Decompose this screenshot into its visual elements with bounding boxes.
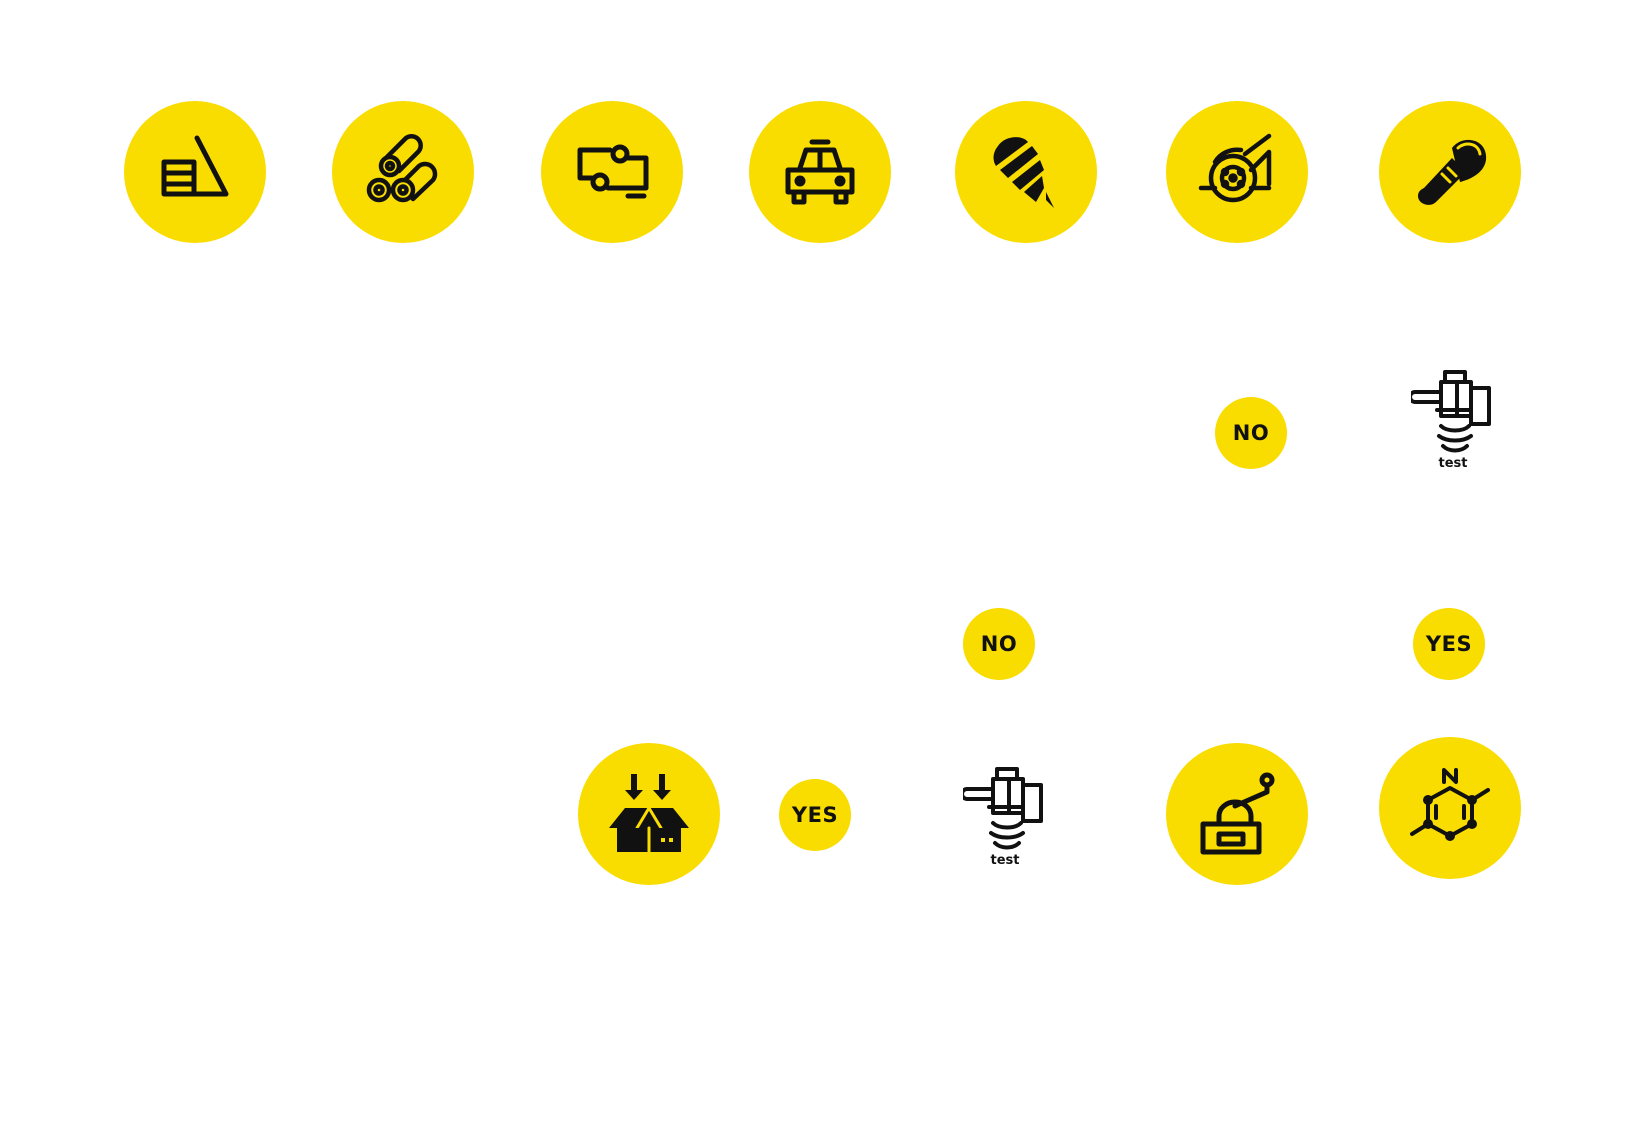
molecule-hexagon-icon bbox=[1410, 768, 1490, 841]
grinder-machine-icon bbox=[1200, 772, 1275, 855]
rotary-cutter-icon bbox=[1198, 133, 1272, 203]
decision-yes-right: YES bbox=[1413, 608, 1485, 680]
decision-yes-bottom: YES bbox=[779, 779, 851, 851]
spring-machine-test-icon bbox=[1411, 370, 1491, 453]
decision-no-top-label: NO bbox=[1232, 421, 1270, 445]
decision-yes-right-label: YES bbox=[1425, 632, 1473, 656]
test-node-bottom: test bbox=[955, 767, 1055, 868]
decision-no-middle-label: NO bbox=[980, 632, 1018, 656]
spring-machine-test-icon bbox=[963, 767, 1043, 850]
sand-pile-with-bricks-node bbox=[124, 101, 266, 243]
box-unpacking-icon bbox=[609, 774, 689, 854]
taxi-car-icon bbox=[785, 139, 855, 205]
stacked-logs-node bbox=[332, 101, 474, 243]
grinder-machine-node bbox=[1166, 743, 1308, 885]
drill-bit-node bbox=[955, 101, 1097, 243]
test-node-top-label: test bbox=[1438, 456, 1468, 471]
molecule-hexagon-node bbox=[1379, 737, 1521, 879]
stacked-logs-icon bbox=[366, 134, 438, 203]
box-unpacking-node bbox=[578, 743, 720, 885]
bandage-plaster-icon bbox=[1418, 139, 1487, 205]
decision-yes-bottom-label: YES bbox=[791, 803, 839, 827]
test-node-top: test bbox=[1403, 370, 1503, 471]
test-node-bottom-label: test bbox=[990, 853, 1020, 868]
sand-pile-with-bricks-icon bbox=[161, 135, 229, 197]
taxi-car-node bbox=[749, 101, 891, 243]
conveyor-route-icon bbox=[577, 144, 649, 199]
bandage-plaster-node bbox=[1379, 101, 1521, 243]
decision-no-middle: NO bbox=[963, 608, 1035, 680]
rotary-cutter-node bbox=[1166, 101, 1308, 243]
drill-bit-icon bbox=[993, 137, 1054, 208]
decision-no-top: NO bbox=[1215, 397, 1287, 469]
conveyor-route-node bbox=[541, 101, 683, 243]
